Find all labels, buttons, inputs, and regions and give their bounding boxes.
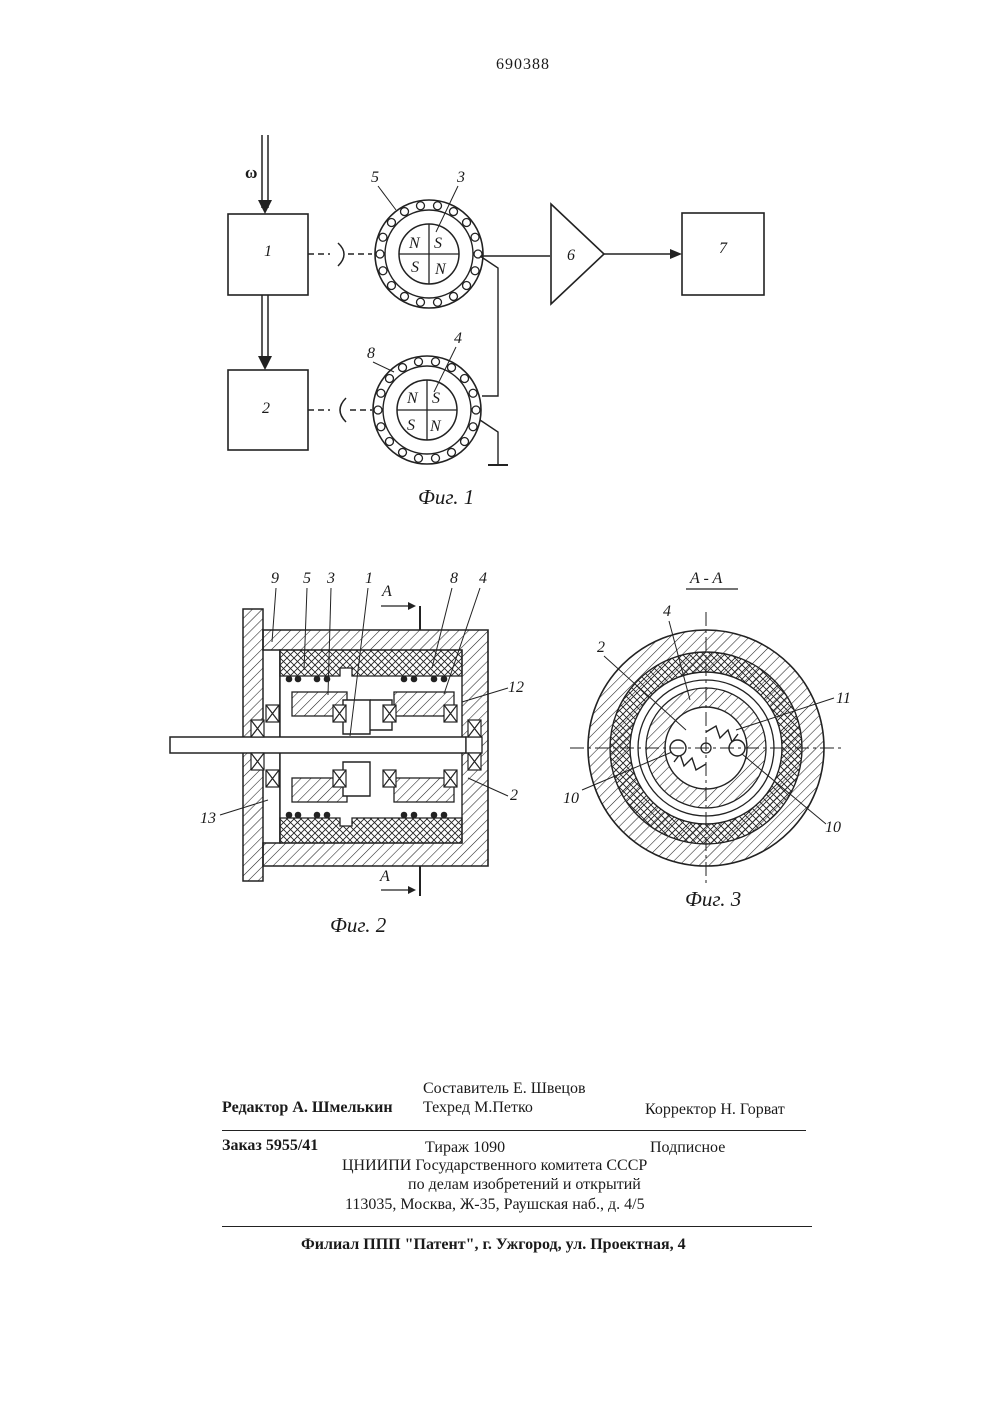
winding-turn bbox=[463, 219, 471, 227]
techred: Техред М.Петко bbox=[423, 1099, 533, 1117]
fig2-caption: Фиг. 2 bbox=[330, 913, 387, 937]
winding-turn bbox=[387, 281, 395, 289]
fig3-title: A - A bbox=[689, 570, 723, 587]
label-10: 10 bbox=[825, 819, 841, 836]
label-4: 4 bbox=[454, 330, 462, 347]
winding-turn bbox=[414, 358, 422, 366]
generator-bottom: N S S N 8 4 bbox=[367, 330, 481, 464]
winding-turn bbox=[472, 406, 480, 414]
label-9: 9 bbox=[271, 570, 279, 587]
winding-turn bbox=[416, 202, 424, 210]
label-8: 8 bbox=[450, 570, 458, 587]
pole-s: S bbox=[411, 259, 419, 276]
winding-turn bbox=[385, 437, 393, 445]
amplifier-6 bbox=[551, 204, 604, 304]
address: 113035, Москва, Ж-35, Раушская наб., д. … bbox=[345, 1196, 645, 1214]
winding-turn bbox=[374, 406, 382, 414]
winding-turn bbox=[377, 423, 385, 431]
pole-n: N bbox=[408, 235, 421, 252]
page-number: 690388 bbox=[496, 56, 550, 73]
block-7-label: 7 bbox=[719, 240, 728, 257]
fig1-caption: Фиг. 1 bbox=[418, 485, 474, 509]
winding-turn bbox=[379, 233, 387, 241]
winding-turn bbox=[448, 364, 456, 372]
label-3: 3 bbox=[456, 169, 465, 186]
section-mark-bottom: A bbox=[379, 868, 390, 885]
winding-turn bbox=[461, 375, 469, 383]
input-arrow-icon bbox=[258, 200, 272, 214]
winding-turn bbox=[385, 375, 393, 383]
label-5: 5 bbox=[303, 570, 311, 587]
figure-3: A - A 2 4 11 10 10 Фиг. 3 bbox=[563, 570, 851, 911]
fig3-caption: Фиг. 3 bbox=[685, 887, 741, 911]
org-line-2: по делам изобретений и открытий bbox=[408, 1176, 641, 1194]
block-1-label: 1 bbox=[264, 243, 272, 260]
winding-turn bbox=[377, 389, 385, 397]
corrector: Корректор Н. Горват bbox=[645, 1101, 785, 1119]
label-11: 11 bbox=[836, 690, 851, 707]
stator-coils-top bbox=[280, 650, 462, 676]
block-2-label: 2 bbox=[262, 400, 270, 417]
winding-turn bbox=[434, 202, 442, 210]
rotation-icon bbox=[340, 398, 346, 422]
pole-n: N bbox=[434, 261, 447, 278]
omega-label: ω bbox=[245, 163, 257, 182]
winding-turn bbox=[450, 292, 458, 300]
pole-s: S bbox=[407, 417, 415, 434]
winding-turn bbox=[434, 298, 442, 306]
label-8: 8 bbox=[367, 345, 375, 362]
circulation: Тираж 1090 bbox=[425, 1139, 505, 1157]
winding-turn bbox=[401, 292, 409, 300]
winding-turn bbox=[399, 364, 407, 372]
pole-s: S bbox=[434, 235, 442, 252]
label-4: 4 bbox=[479, 570, 487, 587]
divider bbox=[222, 1130, 806, 1131]
label-1: 1 bbox=[365, 570, 373, 587]
winding-turn bbox=[450, 208, 458, 216]
stator-coils-bottom bbox=[280, 818, 462, 843]
org-line-1: ЦНИИПИ Государственного комитета СССР bbox=[342, 1157, 647, 1175]
winding-turn bbox=[432, 454, 440, 462]
winding-turn bbox=[376, 250, 384, 258]
label-13: 13 bbox=[200, 810, 216, 827]
amp-label: 6 bbox=[567, 247, 575, 264]
winding-turn bbox=[379, 267, 387, 275]
section-mark-top: A bbox=[381, 583, 392, 600]
winding-turn bbox=[399, 448, 407, 456]
winding-turn bbox=[471, 267, 479, 275]
winding-turn bbox=[401, 208, 409, 216]
winding-turn bbox=[432, 358, 440, 366]
rotation-icon bbox=[338, 243, 344, 266]
label-4: 4 bbox=[663, 603, 671, 620]
pole-s: S bbox=[432, 390, 440, 407]
winding-turn bbox=[448, 448, 456, 456]
branch: Филиал ППП "Патент", г. Ужгород, ул. Про… bbox=[301, 1236, 686, 1254]
order: Заказ 5955/41 bbox=[222, 1137, 318, 1155]
winding-turn bbox=[461, 437, 469, 445]
label-10: 10 bbox=[563, 790, 579, 807]
winding-turn bbox=[463, 281, 471, 289]
pole-n: N bbox=[406, 390, 419, 407]
winding-turn bbox=[414, 454, 422, 462]
figure-1: ω 1 2 N S S N 5 bbox=[228, 135, 764, 509]
label-3: 3 bbox=[326, 570, 335, 587]
winding-turn bbox=[469, 389, 477, 397]
divider bbox=[222, 1226, 812, 1227]
winding-turn bbox=[387, 219, 395, 227]
generator-top: N S S N 5 3 bbox=[371, 169, 483, 308]
label-2: 2 bbox=[597, 639, 605, 656]
figure-2: A A 9 5 3 1 8 4 12 2 13 Фиг. 2 bbox=[170, 570, 524, 937]
shaft bbox=[170, 737, 466, 753]
winding-turn bbox=[416, 298, 424, 306]
compiler: Составитель Е. Швецов bbox=[423, 1080, 586, 1098]
label-5: 5 bbox=[371, 169, 379, 186]
winding-turn bbox=[471, 233, 479, 241]
editor: Редактор А. Шмелькин bbox=[222, 1099, 393, 1117]
winding-turn bbox=[469, 423, 477, 431]
label-12: 12 bbox=[508, 679, 524, 696]
pole-n: N bbox=[429, 418, 442, 435]
label-2: 2 bbox=[510, 787, 518, 804]
subscription: Подписное bbox=[650, 1139, 725, 1157]
